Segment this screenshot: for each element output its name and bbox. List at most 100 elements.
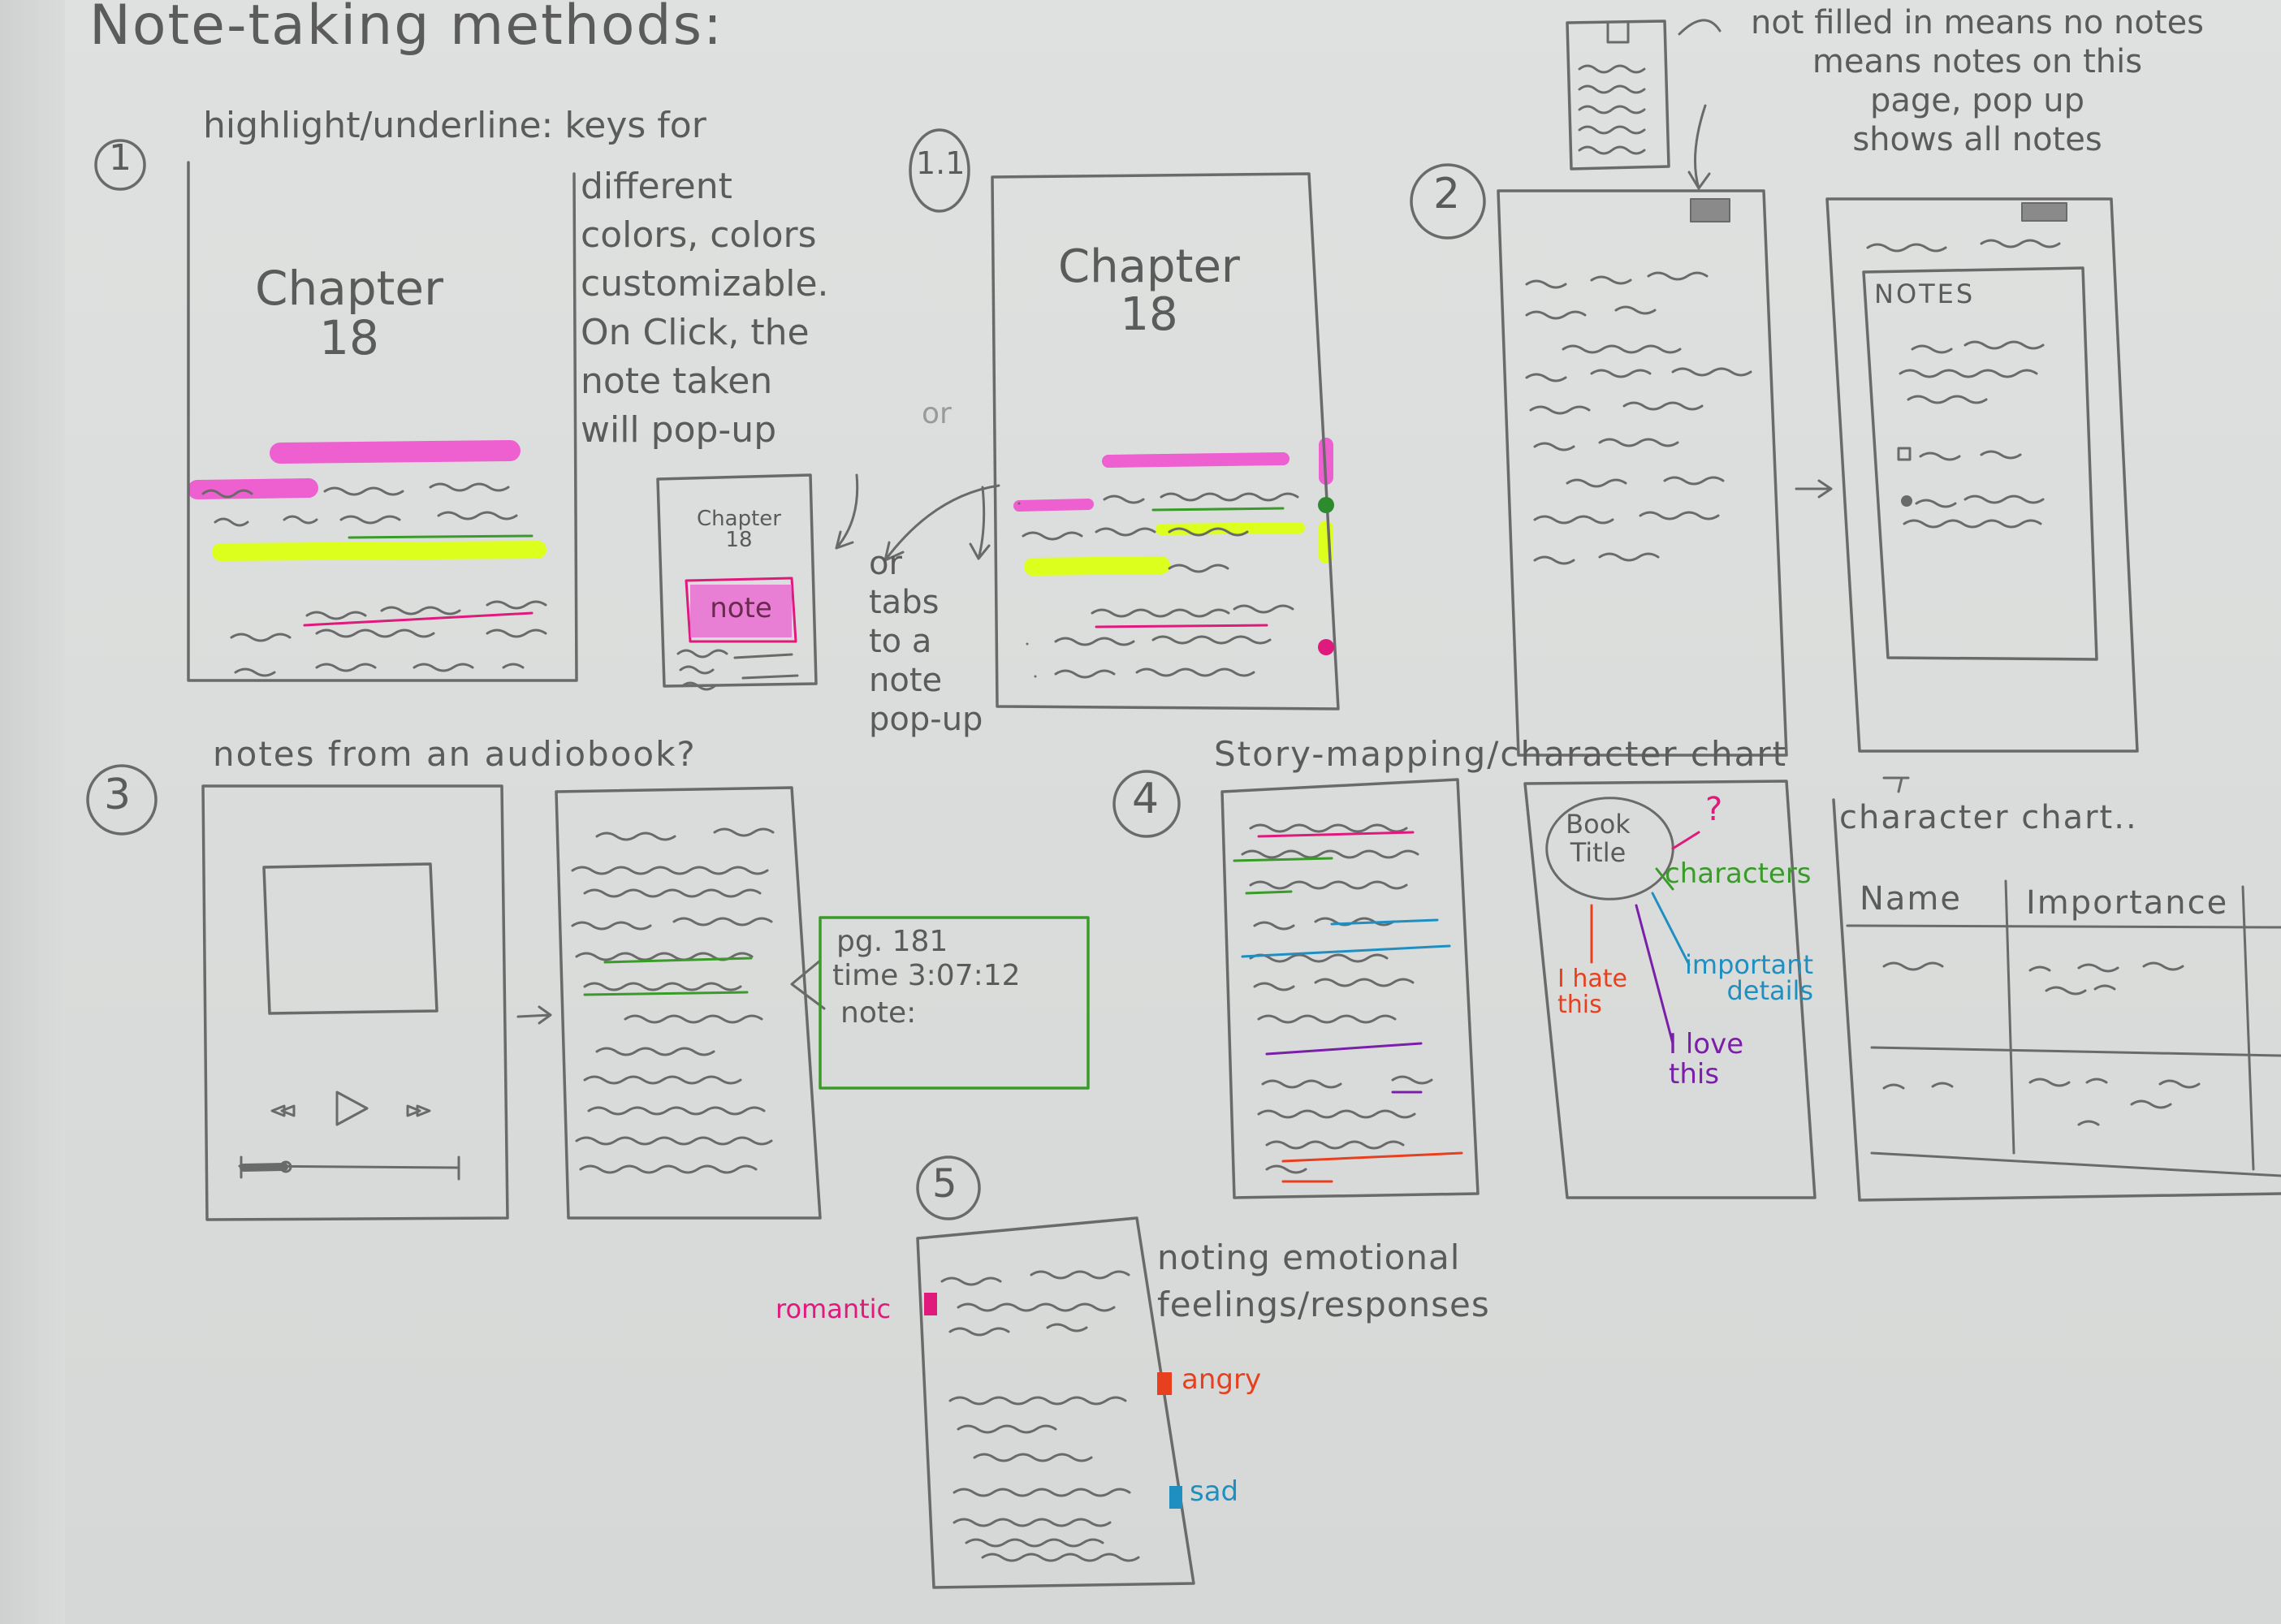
player-progress-filled xyxy=(240,1163,288,1172)
m4-map-hate: I hate this xyxy=(1557,965,1628,1019)
m4-chart-title: character chart.. xyxy=(1839,799,2138,836)
player-forward-button[interactable] xyxy=(406,1096,438,1129)
m5-page-frame xyxy=(916,1216,1195,1589)
method1-heading: highlight/underline: keys for xyxy=(203,105,706,146)
m1-page-frame xyxy=(187,161,578,682)
player-rewind-button[interactable] xyxy=(268,1096,300,1129)
filled-markers xyxy=(690,198,2067,1509)
method1-1-number: 1.1 xyxy=(916,145,966,181)
m2-tab-marker-a xyxy=(1690,198,1730,222)
paper-edge xyxy=(0,0,65,1624)
m5-tag-romantic xyxy=(924,1293,937,1315)
m2-next-arrow xyxy=(1795,479,1833,499)
m4-page2-frame xyxy=(1523,780,1817,1199)
method2-number: 2 xyxy=(1433,170,1461,218)
m3-note-time: time 3:07:12 xyxy=(832,959,1021,992)
m5-tag-romantic-label: romantic xyxy=(775,1294,892,1324)
method4-heading: Story-mapping/character chart xyxy=(1214,734,1788,774)
method1-chapter-label: Chapter 18 xyxy=(255,261,443,365)
m3-note-page: pg. 181 xyxy=(836,925,948,958)
m2-thumb-frame xyxy=(1566,19,1670,171)
highlight-marks xyxy=(188,438,1333,576)
method1-popup-note: note xyxy=(710,592,772,624)
method1-1-chapter-label: Chapter 18 xyxy=(1058,240,1240,341)
method5-heading: noting emotional feelings/responses xyxy=(1157,1237,1490,1324)
m4-map-characters: characters xyxy=(1665,857,1812,890)
player-play-button[interactable] xyxy=(333,1088,374,1129)
page-title: Note-taking methods: xyxy=(89,0,724,58)
highlight-yellow-1 xyxy=(212,541,546,561)
m4-map-question: ? xyxy=(1705,791,1723,828)
m2-tab-marker-b xyxy=(2021,202,2067,222)
colored-underlines xyxy=(303,507,1463,1183)
mind-map-lines xyxy=(1590,831,1700,1045)
tab-green-dot xyxy=(1318,497,1334,513)
player-forward-shape xyxy=(406,1104,431,1117)
m4-map-important: important details xyxy=(1685,949,1814,1006)
tab-magenta-dot xyxy=(1318,639,1334,655)
method1-or-label: or xyxy=(922,397,952,430)
m11-page-frame xyxy=(991,172,1340,710)
m4-page1-frame xyxy=(1220,778,1480,1199)
m4-chart-row-rule-2 xyxy=(1870,1151,2281,1177)
player-progress-knob xyxy=(279,1160,292,1173)
player-rewind-shape xyxy=(270,1104,296,1117)
m4-chart-row-rule xyxy=(1870,1046,2281,1057)
method1-number: 1 xyxy=(109,137,132,179)
m4-bubble-outline xyxy=(1545,797,1674,901)
method3-heading: notes from an audiobook? xyxy=(213,734,697,774)
highlight-pink-4 xyxy=(1013,499,1094,512)
m1-popup-note-box xyxy=(685,577,797,643)
m1-popup-lines xyxy=(676,649,799,691)
m4-chart-col-importance: Importance xyxy=(2026,884,2229,922)
method1-alt-note: or tabs to a note pop-up xyxy=(869,545,983,738)
number-circles xyxy=(86,128,1486,1220)
m3-next-arrow xyxy=(516,1005,552,1025)
m2-notes-box xyxy=(1862,266,2098,661)
m2-page-a-frame xyxy=(1497,189,1788,757)
m5-tag-angry xyxy=(1157,1372,1172,1395)
highlight-pink-1 xyxy=(270,440,521,464)
m4-chart-col-2 xyxy=(2241,885,2255,1171)
m3-note-label: note: xyxy=(840,996,917,1030)
scribble-lines xyxy=(201,64,2201,1562)
m2-page-b-frame xyxy=(1825,197,2139,753)
m3-text-frame xyxy=(555,786,822,1220)
m4-chart-col-1 xyxy=(2004,879,2015,1155)
m1-popup-note-highlight xyxy=(690,585,792,637)
method4-number: 4 xyxy=(1132,775,1160,823)
method1-description: different colors, colors customizable. O… xyxy=(581,166,829,451)
m4-map-center: Book Title xyxy=(1566,809,1631,869)
method2-annotation: not filled in means no notes means notes… xyxy=(1750,4,2205,158)
method2-notes-title: NOTES xyxy=(1874,279,1976,309)
m5-tag-angry-label: angry xyxy=(1182,1363,1262,1396)
m2-bullet-dot xyxy=(1901,495,1912,507)
tabs-arrow-2 xyxy=(969,486,991,560)
m3-player-frame xyxy=(201,784,509,1221)
m3-note-callout xyxy=(819,916,1090,1090)
highlight-pink-3 xyxy=(1102,452,1290,468)
m4-chart-header-rule xyxy=(1846,924,2281,929)
m2-thumb-tab xyxy=(1606,21,1630,44)
method1-popup-chapter: Chapter 18 xyxy=(697,507,781,552)
highlight-yellow-2 xyxy=(1024,556,1170,576)
m2-annotation-arrow xyxy=(1678,19,1722,190)
m4-chart-arrow xyxy=(1882,776,1910,793)
highlight-pink-2 xyxy=(188,478,318,499)
m3-cover-art xyxy=(262,862,438,1015)
method3-number: 3 xyxy=(104,771,132,819)
m5-tag-sad-label: sad xyxy=(1190,1475,1239,1508)
m1-popup-frame xyxy=(656,473,818,688)
m4-chart-col-name: Name xyxy=(1860,880,1963,918)
player-play-shape xyxy=(335,1091,369,1126)
arrows xyxy=(238,19,2281,1181)
method5-number: 5 xyxy=(932,1161,957,1207)
frames xyxy=(187,19,2281,1589)
m3-callout-pointer xyxy=(790,959,826,1010)
m5-tag-sad xyxy=(1169,1486,1182,1509)
popup-arrow xyxy=(835,473,859,550)
m4-page3-frame xyxy=(1832,798,2281,1202)
m4-map-love: I love this xyxy=(1669,1028,1744,1091)
